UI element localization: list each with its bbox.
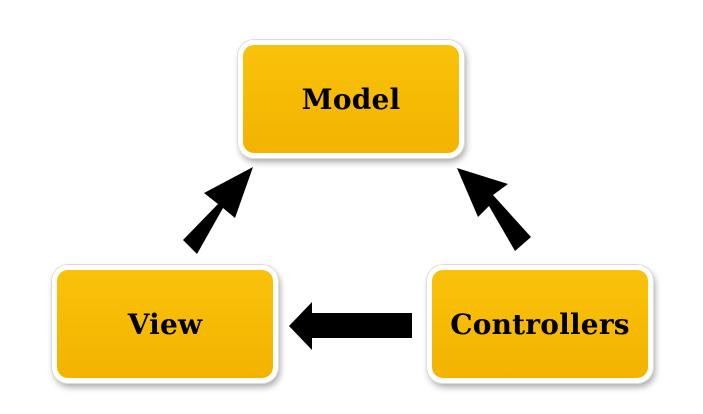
controllers-label: Controllers xyxy=(450,307,630,341)
view-label: View xyxy=(127,307,203,341)
arrow-controllers-to-model xyxy=(457,168,531,251)
model-node: Model xyxy=(238,40,464,158)
controllers-node: Controllers xyxy=(427,265,653,383)
arrow-controllers-to-view xyxy=(289,302,412,350)
model-label: Model xyxy=(301,82,401,116)
view-node: View xyxy=(52,265,278,383)
arrow-view-to-model xyxy=(183,167,253,254)
